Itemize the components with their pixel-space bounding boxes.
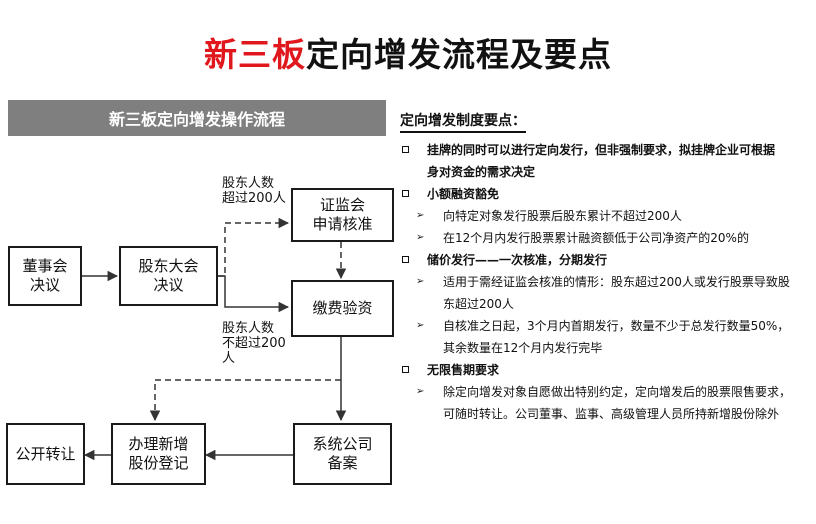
arrow-bullet-icon: ➢ bbox=[416, 210, 425, 221]
point-item: 身对资金的需求决定 bbox=[400, 161, 808, 183]
point-item: 小额融资豁免 bbox=[400, 183, 808, 205]
arrow-shareholders-to-payment bbox=[218, 275, 290, 313]
point-text: 东超过200人 bbox=[443, 297, 514, 311]
point-text: 储价发行——一次核准，分期发行 bbox=[427, 253, 608, 267]
square-bullet-icon bbox=[402, 256, 409, 263]
box-system-filing: 系统公司 备案 bbox=[293, 423, 392, 485]
square-bullet-icon bbox=[402, 146, 409, 153]
sub-point-item: 其余数量在12个月内发行完毕 bbox=[400, 337, 808, 359]
point-item: 挂牌的同时可以进行定向发行，但非强制要求，拟挂牌企业可根据 bbox=[400, 139, 808, 161]
point-text: 除定向增发对象自愿做出特别约定，定向增发后的股票限售要求， bbox=[443, 385, 792, 399]
sub-point-item: 可随时转让。公司董事、监事、高级管理人员所持新增股份除外 bbox=[400, 403, 808, 425]
title-rest: 定向增发流程及要点 bbox=[306, 35, 612, 74]
note-under-200: 股东人数 不超过200 人 bbox=[222, 321, 286, 366]
point-text: 挂牌的同时可以进行定向发行，但非强制要求，拟挂牌企业可根据 bbox=[427, 143, 776, 157]
point-text: 在12个月内发行股票累计融资额低于公司净资产的20%的 bbox=[443, 231, 749, 245]
square-bullet-icon bbox=[402, 366, 409, 373]
point-text: 向特定对象发行股票后股东累计不超过200人 bbox=[443, 209, 682, 223]
box-share-registration: 办理新增 股份登记 bbox=[111, 423, 206, 485]
page-title: 新三板定向增发流程及要点 bbox=[0, 28, 816, 76]
sub-point-item: ➢ 适用于需经证监会核准的情形：股东超过200人或发行股票导致股 bbox=[400, 271, 808, 293]
box-public-transfer: 公开转让 bbox=[6, 423, 85, 485]
box-csrc-approval: 证监会 申请核准 bbox=[291, 188, 394, 242]
square-bullet-icon bbox=[402, 190, 409, 197]
arrow-bullet-icon: ➢ bbox=[416, 232, 425, 243]
key-points-list: 挂牌的同时可以进行定向发行，但非强制要求，拟挂牌企业可根据身对资金的需求决定小额… bbox=[400, 139, 808, 425]
sub-point-item: ➢ 除定向增发对象自愿做出特别约定，定向增发后的股票限售要求， bbox=[400, 381, 808, 403]
key-points-panel: 定向增发制度要点： 挂牌的同时可以进行定向发行，但非强制要求，拟挂牌企业可根据身… bbox=[400, 110, 808, 425]
arrow-payment-to-registration bbox=[149, 379, 341, 422]
point-text: 小额融资豁免 bbox=[427, 187, 500, 201]
box-board-resolution: 董事会 决议 bbox=[8, 246, 82, 306]
box-payment-verification: 缴费验资 bbox=[291, 280, 394, 337]
sub-point-item: ➢ 在12个月内发行股票累计融资额低于公司净资产的20%的 bbox=[400, 227, 808, 249]
point-text: 身对资金的需求决定 bbox=[427, 165, 536, 179]
arrow-shareholders-to-csrc bbox=[218, 217, 290, 277]
note-over-200: 股东人数 超过200人 bbox=[222, 176, 286, 206]
point-text: 其余数量在12个月内发行完毕 bbox=[443, 341, 603, 355]
point-text: 自核准之日起，3个月内首期发行，数量不少于总发行数量50%， bbox=[443, 319, 790, 333]
sub-point-item: ➢ 向特定对象发行股票后股东累计不超过200人 bbox=[400, 205, 808, 227]
flow-header: 新三板定向增发操作流程 bbox=[8, 100, 386, 136]
box-shareholders-resolution: 股东大会 决议 bbox=[119, 246, 218, 306]
sub-point-item: ➢ 自核准之日起，3个月内首期发行，数量不少于总发行数量50%， bbox=[400, 315, 808, 337]
arrow-bullet-icon: ➢ bbox=[416, 320, 425, 331]
key-points-heading: 定向增发制度要点： bbox=[400, 110, 526, 133]
point-item: 无限售期要求 bbox=[400, 359, 808, 381]
arrow-bullet-icon: ➢ bbox=[416, 386, 425, 397]
sub-point-item: 东超过200人 bbox=[400, 293, 808, 315]
point-item: 储价发行——一次核准，分期发行 bbox=[400, 249, 808, 271]
point-text: 可随时转让。公司董事、监事、高级管理人员所持新增股份除外 bbox=[443, 407, 780, 421]
arrow-bullet-icon: ➢ bbox=[416, 276, 425, 287]
point-text: 无限售期要求 bbox=[427, 363, 500, 377]
title-highlight: 新三板 bbox=[204, 35, 306, 74]
point-text: 适用于需经证监会核准的情形：股东超过200人或发行股票导致股 bbox=[443, 275, 790, 289]
